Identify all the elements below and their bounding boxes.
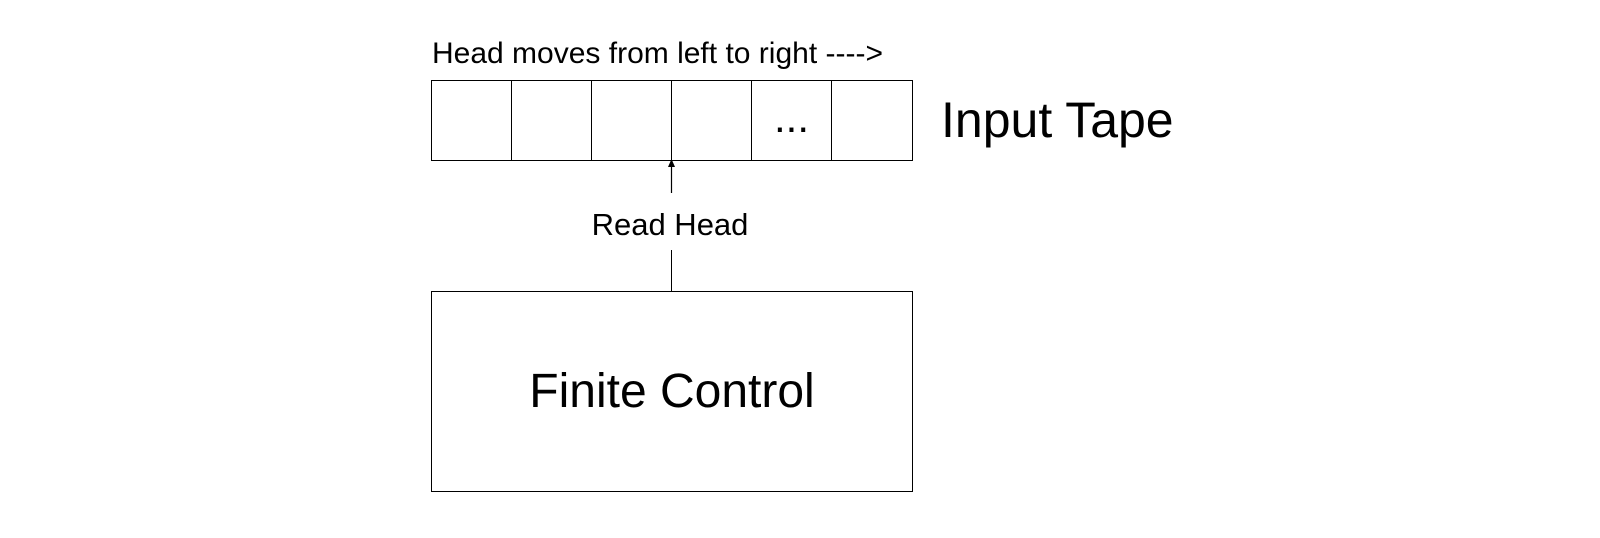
finite-control-label: Finite Control [529,364,815,418]
input-tape-label: Input Tape [941,92,1174,148]
tape-cell [832,81,912,160]
read-head-label: Read Head [591,207,749,242]
tape-cell [512,81,592,160]
read-head-arrow [668,159,675,193]
tape-cell [592,81,672,160]
tape-cell [672,81,752,160]
input-tape: ... [431,80,913,161]
tape-cell-ellipsis: ... [752,81,832,160]
head-direction-label: Head moves from left to right ----> [432,37,883,70]
tape-cell [432,81,512,160]
finite-control-box: Finite Control [431,291,913,492]
read-head-connector [671,250,672,292]
